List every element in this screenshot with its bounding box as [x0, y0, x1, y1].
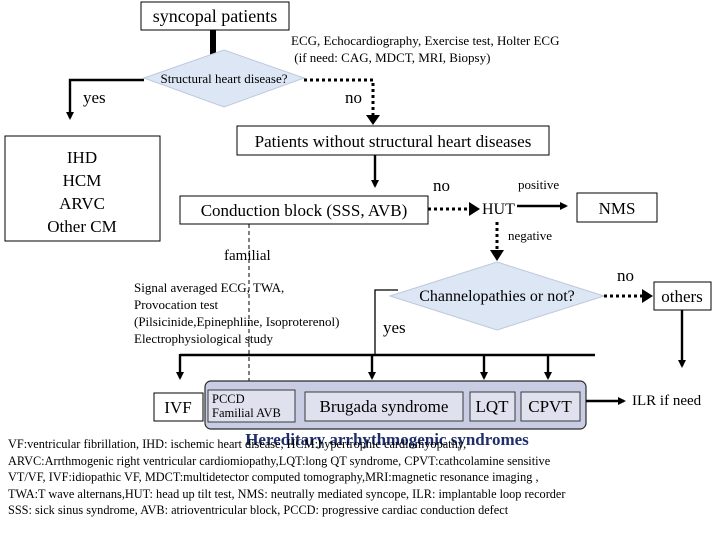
arrowhead [490, 250, 504, 261]
structural-heart-disease-label: Structural heart disease? [160, 71, 287, 86]
no-structural-disease-box: Patients without structural heart diseas… [236, 125, 550, 156]
negative-label: negative [508, 228, 552, 243]
yes-arrow-left [66, 78, 144, 120]
list-item-ihd: IHD [67, 148, 97, 167]
familial-avb-label: Familial AVB [212, 406, 281, 420]
no-label-hut: no [433, 176, 450, 195]
yes-label-channel: yes [383, 318, 406, 337]
brugada-label: Brugada syndrome [320, 397, 449, 416]
hut-label: HUT [482, 201, 515, 218]
signal-note-line2: Provocation test [134, 297, 219, 312]
structural-disease-list-box: IHD HCM ARVC Other CM [4, 135, 161, 242]
arrowhead [642, 289, 653, 303]
legend-line: VF:ventricular fibrillation, IHD: ischem… [8, 437, 467, 451]
arrowhead [469, 202, 480, 216]
list-item-other-cm: Other CM [47, 217, 116, 236]
legend-line: VT/VF, IVF:idiopathic VF, MDCT:multidete… [8, 470, 539, 485]
no-label-structural: no [345, 88, 362, 107]
nms-label: NMS [599, 199, 636, 218]
channelopathies-label: Channelopathies or not? [419, 288, 575, 305]
yes-label-left: yes [83, 88, 106, 107]
conduction-block-box: Conduction block (SSS, AVB) [179, 195, 429, 225]
legend-line: SSS: sick sinus syndrome, AVB: atriovent… [8, 503, 509, 518]
list-item-arvc: ARVC [59, 194, 105, 213]
structural-heart-disease-diamond: Structural heart disease? [142, 49, 306, 108]
nms-box: NMS [576, 192, 658, 223]
lqt-label: LQT [475, 397, 509, 416]
familial-label: familial [224, 248, 271, 264]
tests-note-line1: ECG, Echocardiography, Exercise test, Ho… [291, 33, 559, 48]
yes-branch-line [374, 289, 398, 355]
no-label-others: no [617, 266, 634, 285]
hereditary-syndromes-title: Hereditary arrhythmogenic syndromes [245, 430, 529, 449]
ilr-label: ILR if need [632, 393, 702, 409]
abbreviation-legend: VF:ventricular fibrillation, IHD: ischem… [8, 436, 708, 519]
syncopal-patients-label: syncopal patients [153, 6, 277, 26]
others-label: others [661, 287, 703, 306]
ivf-label: IVF [164, 398, 191, 417]
cpvt-label: CPVT [528, 397, 572, 416]
pccd-label: PCCD [212, 392, 245, 406]
legend-line: ARVC:Arrthmogenic right ventricular card… [8, 453, 551, 468]
list-item-hcm: HCM [63, 171, 102, 190]
no-dotted-arrow [304, 78, 375, 118]
arrowhead [366, 115, 380, 125]
legend-line: TWA:T wave alternans,HUT: head up tilt t… [8, 486, 566, 501]
ivf-box: IVF [153, 392, 204, 422]
hereditary-syndromes-group: PCCD Familial AVB Brugada syndrome LQT C… [204, 380, 587, 430]
no-structural-disease-label: Patients without structural heart diseas… [255, 132, 532, 151]
syncopal-patients-box: syncopal patients [140, 1, 290, 31]
tests-note-line2: (if need: CAG, MDCT, MRI, Biopsy) [291, 50, 490, 65]
signal-note-line1: Signal averaged ECG, TWA, [134, 280, 284, 295]
signal-note-line3: (Pilsicinide,Epinephline, Isoproterenol) [134, 314, 339, 329]
positive-label: positive [518, 177, 559, 192]
conduction-block-label: Conduction block (SSS, AVB) [201, 201, 408, 220]
others-box: others [653, 281, 712, 311]
signal-note-line4: Electrophysiological study [134, 331, 274, 346]
channelopathies-diamond: Channelopathies or not? [388, 261, 606, 331]
